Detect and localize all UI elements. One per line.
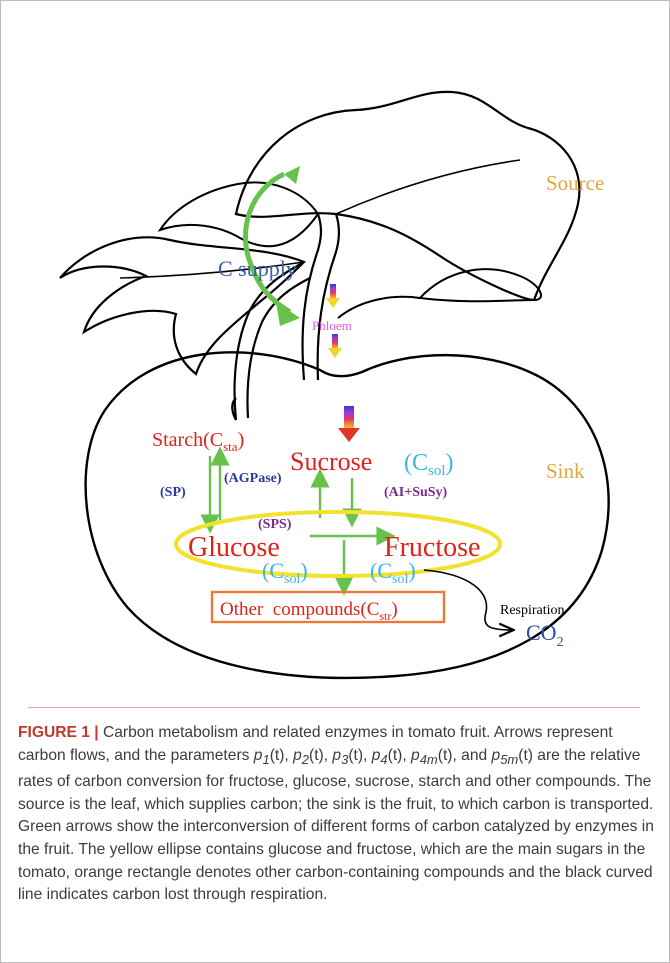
sucrose-label: Sucrose <box>290 447 372 476</box>
param-p2: p2 <box>293 747 309 764</box>
figure-label: FIGURE 1 <box>18 724 90 741</box>
caption-divider <box>28 707 640 708</box>
param-p1-t: (t), <box>270 747 293 764</box>
param-p4m: p4m <box>411 747 438 764</box>
param-p1: p1 <box>254 747 270 764</box>
phloem-label: Phloem <box>312 318 352 333</box>
enzyme-ai-susy: (AI+SuSy) <box>384 485 448 500</box>
param-p4-t: (t), <box>388 747 411 764</box>
sucrose-c-sol: (Csol) <box>404 450 454 479</box>
leaf-top-vein <box>336 160 520 214</box>
figure-label-separator: | <box>90 724 103 741</box>
respiration-label: Respiration <box>500 603 565 618</box>
figure-caption: FIGURE 1 | Carbon metabolism and related… <box>18 722 656 907</box>
param-p5m: p5m <box>492 747 519 764</box>
source-label: Source <box>546 171 604 195</box>
c-supply-arrow-tail <box>284 166 300 184</box>
param-p4m-t: (t), and <box>438 747 492 764</box>
param-p3-t: (t), <box>348 747 371 764</box>
branch-left <box>235 262 304 420</box>
param-p5m-t: (t) <box>518 747 533 764</box>
c-supply-arrow-head <box>276 302 300 326</box>
caption-text-2: are the relative rates of carbon convers… <box>18 747 654 904</box>
c-supply-label: C supply <box>218 256 297 281</box>
co2-label: CO2 <box>526 620 564 650</box>
sink-label: Sink <box>546 459 585 483</box>
glucose-c-sol: (Csol) <box>262 558 308 587</box>
param-p3: p3 <box>332 747 348 764</box>
starch-label: Starch(Csta) <box>152 429 244 454</box>
enzyme-agpase: (AGPase) <box>224 471 282 486</box>
param-p4: p4 <box>372 747 388 764</box>
fructose-label: Fructose <box>384 532 480 563</box>
other-compounds-label: Other compounds(Cstr) <box>220 599 398 623</box>
carbon-metabolism-diagram: Source C supply Phloem Starch(Csta) Sucr… <box>0 0 670 700</box>
enzyme-sps: (SPS) <box>258 517 292 532</box>
param-p2-t: (t), <box>309 747 332 764</box>
enzyme-sp: (SP) <box>160 485 186 500</box>
branch-right <box>338 297 420 318</box>
